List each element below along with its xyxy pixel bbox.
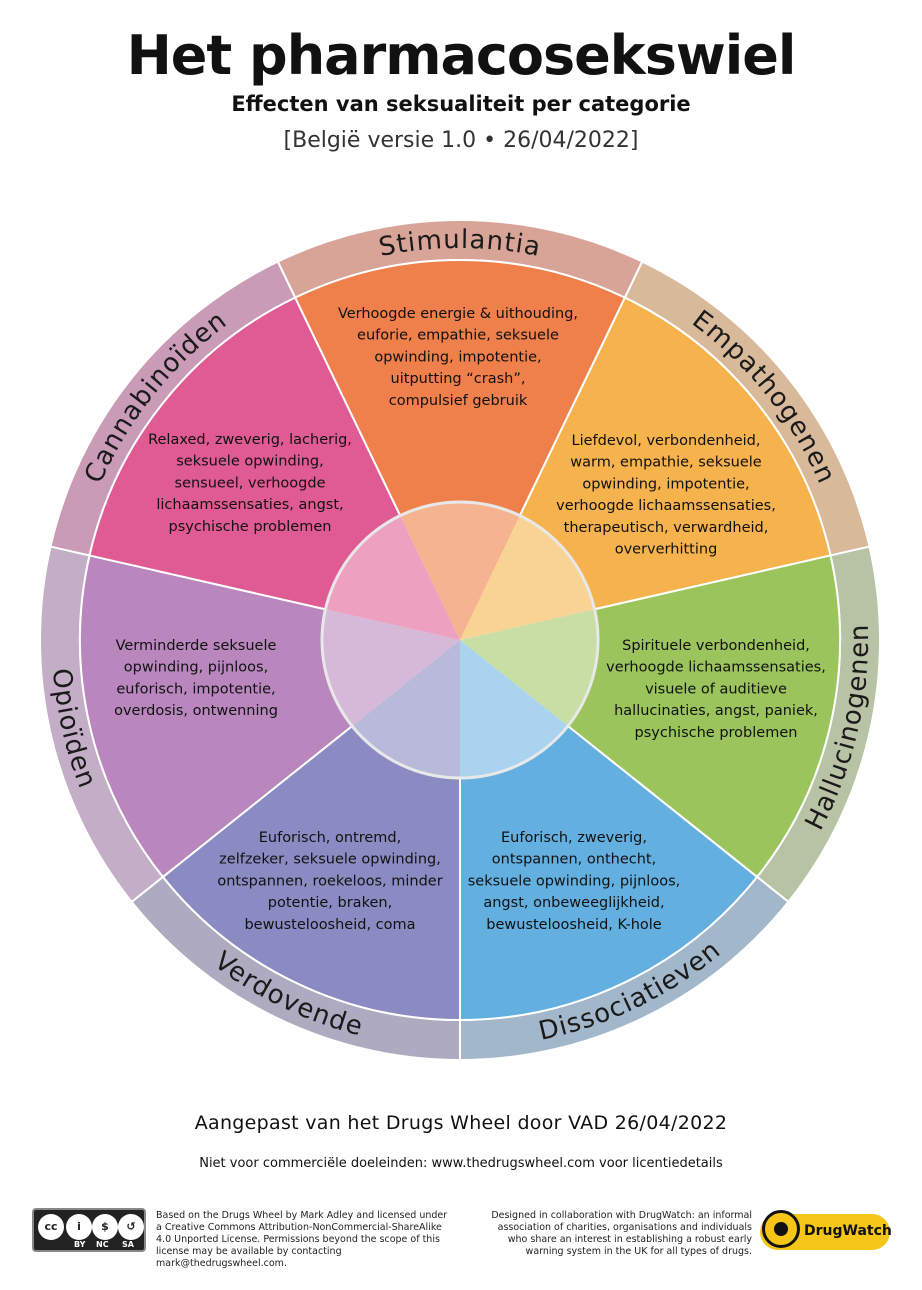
cc-icon: cc — [38, 1214, 64, 1240]
effects-text-0: Verhoogde energie & uithouding,euforie, … — [338, 306, 578, 409]
drug-wheel: StimulantiaEmpathogenenHallucinogenenDis… — [39, 219, 881, 1062]
effects-text-4: Euforisch, ontremd,zelfzeker, seksuele o… — [217, 830, 442, 933]
center-ring — [320, 500, 600, 780]
cc-label-nc: NC — [96, 1240, 109, 1249]
cc-label-by: BY — [74, 1240, 86, 1249]
center-wedge-0 — [400, 502, 520, 640]
creative-commons-badge: cc i $ ↺ BY NC SA — [32, 1208, 146, 1252]
cc-label-sa: SA — [122, 1240, 134, 1249]
drugwatch-logo: DrugWatch — [760, 1210, 892, 1250]
drugwatch-text: Designed in collaboration with DrugWatch… — [491, 1210, 752, 1257]
version-label: [België versie 1.0 • 26/04/2022] — [283, 128, 639, 153]
drugwatch-logo-text: DrugWatch — [804, 1223, 892, 1239]
license-line: Niet voor commerciële doeleinden: www.th… — [199, 1156, 723, 1171]
center-wedge-5 — [322, 609, 460, 727]
noncommercial-icon: $ — [92, 1214, 118, 1240]
effects-text-6: Relaxed, zweverig, lacherig,seksuele opw… — [148, 432, 352, 535]
page-title: Het pharmacosekswiel — [126, 24, 797, 87]
effects-text-1: Liefdevol, verbondenheid,warm, empathie,… — [556, 433, 776, 558]
page-subtitle: Effecten van seksualiteit per categorie — [231, 92, 691, 116]
center-wedge-2 — [460, 609, 598, 727]
attribution-line: Aangepast van het Drugs Wheel door VAD 2… — [194, 1112, 728, 1134]
effects-text-3: Euforisch, zweverig,ontspannen, onthecht… — [468, 830, 680, 933]
effects-text-2: Spirituele verbondenheid,verhoogde licha… — [606, 638, 826, 741]
center-wedge-4 — [352, 640, 460, 778]
wedge-0 — [293, 259, 627, 643]
center-wedge-3 — [460, 640, 568, 778]
eye-icon — [762, 1210, 800, 1248]
sharealike-icon: ↺ — [118, 1214, 144, 1240]
license-text: Based on the Drugs Wheel by Mark Adley a… — [156, 1210, 448, 1269]
attribution-icon: i — [66, 1214, 92, 1240]
